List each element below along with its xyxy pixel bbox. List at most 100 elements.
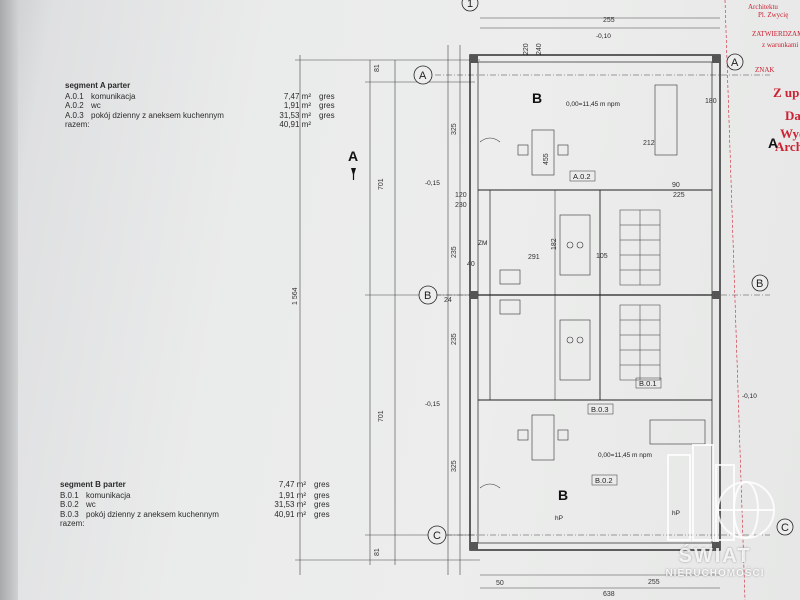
segment-a-title: segment A parter [65,81,131,90]
axis-label-a: A [419,70,427,82]
sofa-b [649,419,706,445]
stamp-text: Wyd [780,126,800,141]
axis-bubble-a [413,65,433,85]
segment-b-area-table: segment B parter 7,47 m² gres B.0.1 komu… [60,480,336,529]
dimension-50: 50 [496,580,504,587]
stamp-text: Z up [773,85,799,100]
column [470,542,478,550]
section-marker-a-right: A [768,135,778,151]
dimension-120: 120 [455,192,467,199]
room-code-b01: B.0.1 [639,379,657,388]
hp-label: hP [672,510,680,517]
room-code-b02: B.0.2 [595,476,613,485]
chair [517,144,529,156]
dimension-455: 455 [543,153,550,165]
room-code-b03: B.0.3 [591,405,609,414]
table-row: B.0.3 pokój dzienny z aneksem kuchennym … [60,509,330,519]
dimension-240: 240 [536,43,543,55]
dining-table-b [531,414,555,461]
table-row: A.0.1 komunikacja 7,47 m² gres [65,91,335,101]
dimension-24: 24 [444,297,452,304]
chair [557,144,569,156]
stamp-line: Pl. Zwycię [758,11,788,19]
dimension-81-bottom: 81 [374,548,381,556]
dimension-182: 182 [551,238,558,250]
column [712,542,720,550]
section-marker-b-top: B [532,90,542,106]
section-marker-a: A [348,148,358,164]
column [470,55,478,63]
level-marker-b: 0,00=11,45 m npm [598,452,652,459]
axis-bubble-c [427,525,447,545]
watermark-logo-icon [667,444,775,541]
table-row: B.0.2 wc 31,53 m² gres [60,500,330,509]
watermark-text: ŚWIAT NIERUCHOMOŚCI [665,545,765,579]
axis-label-a-right: A [731,57,739,69]
column [712,55,720,63]
dimension-220: 220 [523,43,530,55]
room-code-a02: A.0.2 [573,172,591,181]
column [712,291,720,299]
table-row: A.0.2 wc 1,91 m² gres [65,101,335,110]
dimension-325-bottom: 325 [451,460,458,472]
stamp-text: Archit [775,139,800,154]
overall-dimension: 1 564 [292,287,299,305]
axis-bubble-b-right [751,274,769,292]
dimension-291: 291 [528,254,540,261]
axis-bubble-1 [461,0,479,12]
stamp-line: z warunkami z [762,41,800,49]
sink-a [499,269,521,285]
dining-table-a [531,129,555,176]
dimension-105: 105 [596,253,608,260]
sink-b [499,299,521,315]
dimension-225: 225 [673,192,685,199]
stamp-line: ZATWIERDZAM [752,30,800,38]
dimension-230: 230 [455,202,467,209]
segment-a-area-table: segment A parter A.0.1 komunikacja 7,47 … [65,81,341,130]
axis-label-c-right: C [781,522,789,534]
building-inner-wall [477,61,713,544]
dimension-40: 40 [467,261,475,268]
axis-bubble-c-right [776,518,794,536]
dimension-235-top: 235 [451,246,458,258]
level-marker: -0,15 [425,401,440,408]
section-marker-b-bottom: B [558,487,568,503]
axis-bubble-b [418,285,438,305]
window-symbol [479,137,501,143]
level-marker-a: 0,00=11,45 m npm [566,101,620,108]
level-marker: -0,10 [596,33,611,40]
stamp-line: ZNAK [755,66,774,74]
level-marker: -0,10 [742,393,757,400]
dimension-255-top: 255 [603,17,615,24]
dimension-325-top: 325 [451,123,458,135]
segment-b-header-row: segment B parter 7,47 m² gres [60,480,330,489]
hp-label: hP [555,515,563,522]
dimension-701-top: 701 [378,178,385,190]
stamp-text: Da [785,108,800,123]
table-total-row: razem: [60,519,85,528]
table-row: B.0.1 komunikacja 1,91 m² gres [60,490,330,500]
segment-b-title: segment B parter [60,480,126,489]
dimension-90: 90 [672,182,680,189]
table-total-row: razem: 40,91 m² [65,120,311,129]
window-symbol [479,483,501,489]
axis-label-b-right: B [756,278,763,290]
dimension-638: 638 [603,591,615,598]
column [470,291,478,299]
paper-fold-shadow [0,0,18,600]
dimension-180: 180 [705,98,717,105]
zm-label: ZM [478,240,487,247]
dimension-255-bottom: 255 [648,579,660,586]
building-outer-wall [469,54,721,551]
dimension-701-bottom: 701 [378,410,385,422]
stamp-border [724,0,746,600]
level-marker: -0,15 [425,180,440,187]
dimension-235-bottom: 235 [451,333,458,345]
dimension-81-top: 81 [374,64,381,72]
kitchen-unit-b [559,319,591,381]
axis-label-c: C [433,530,441,542]
axis-label-1: 1 [467,0,473,10]
chair [517,429,529,441]
